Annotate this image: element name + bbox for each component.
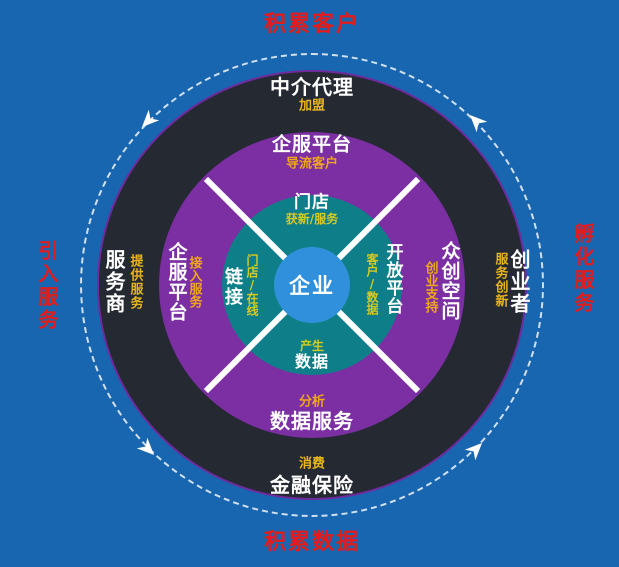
dark-ring-right-sub: 服务创新 [492,252,508,308]
dark-ring-bottom-sub: 消费 [298,456,326,472]
teal-ring-top-main: 门店 [294,192,330,213]
outer-label-top: 积累客户 [263,12,361,37]
teal-ring-top-sub: 获新/服务 [285,212,339,226]
dark-ring-left-sub: 提供服务 [127,254,143,310]
dark-ring-top-sub: 加盟 [298,98,326,114]
purple-ring-right-sub: 创业支持 [422,261,438,313]
purple-ring-right-main: 众创空间 [438,241,461,321]
purple-ring-bottom-sub: 分析 [298,394,326,410]
center-circle: 企业 [274,247,350,323]
teal-ring-bottom-sub: 产生 [299,339,325,353]
dark-ring-top-main: 中介代理 [270,75,354,99]
purple-ring-left-sub: 接入服务 [186,256,202,308]
dark-ring-left-main: 服务商 [102,249,126,315]
teal-ring-right-sub: 客户/数据 [365,253,379,315]
teal-ring-bottom-main: 数据 [294,352,330,371]
dark-ring-right-main: 创业者 [507,249,531,315]
outer-label-left: 引入服务 [35,240,59,332]
teal-ring-left-sub: 门店/在线 [245,254,259,316]
purple-ring-top-main: 企服平台 [271,133,353,156]
purple-ring-bottom-main: 数据服务 [270,409,354,433]
teal-ring-right-main: 开放平台 [382,243,403,315]
outer-label-bottom: 积累数据 [263,530,361,555]
teal-ring-left-main: 链接 [222,267,243,307]
outer-label-right: 孵化服务 [571,223,595,315]
purple-ring-left-main: 企服平台 [165,242,188,322]
purple-ring-top-sub: 导流客户 [285,156,339,172]
flow-dashed-circle [80,53,544,517]
center-label: 企业 [289,274,335,298]
dark-ring-bottom-main: 金融保险 [270,473,354,497]
